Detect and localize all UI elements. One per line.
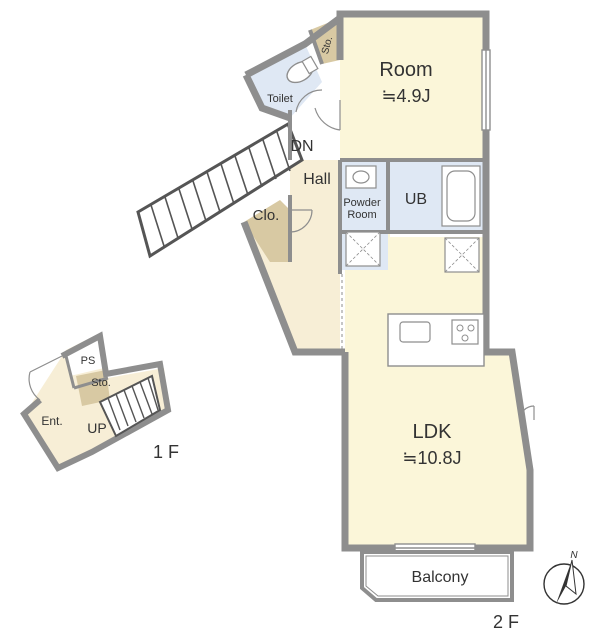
sto-2f-floor bbox=[310, 18, 340, 64]
sto-2f-label: Sto. bbox=[320, 35, 335, 55]
fridge-space bbox=[444, 237, 480, 273]
powder-room-label-1: Powder bbox=[343, 197, 381, 209]
kitchen-counter bbox=[387, 313, 485, 367]
closet-label: Clo. bbox=[253, 207, 280, 224]
ps-label: PS bbox=[81, 355, 96, 367]
room-floor bbox=[340, 14, 486, 160]
ldk-floor bbox=[345, 232, 530, 548]
room-label: Room bbox=[379, 59, 432, 81]
north-arrow-icon bbox=[543, 559, 585, 605]
powder-room-label-2: Room bbox=[347, 209, 376, 221]
entrance-label: Ent. bbox=[41, 414, 62, 428]
ldk-label: LDK bbox=[413, 421, 453, 443]
dn-label: DN bbox=[290, 138, 313, 155]
ub-label: UB bbox=[405, 191, 427, 208]
room-size-label: ≒4.9J bbox=[381, 86, 430, 106]
floor-1f bbox=[20, 331, 172, 472]
ldk-size-label: ≒10.8J bbox=[402, 448, 461, 468]
toilet-fixture bbox=[286, 55, 319, 84]
north-letter: N bbox=[570, 550, 578, 561]
staircase-1f bbox=[98, 374, 162, 438]
hall-label: Hall bbox=[303, 171, 331, 188]
washbasin-fixture bbox=[345, 165, 377, 189]
toilet-label: Toilet bbox=[267, 93, 293, 105]
closet-floor bbox=[244, 200, 290, 262]
bathtub-fixture bbox=[441, 165, 481, 227]
balcony-label: Balcony bbox=[412, 569, 469, 586]
door-swings-2f bbox=[289, 89, 535, 421]
interior-walls-2f bbox=[288, 29, 486, 274]
washer-pan bbox=[345, 231, 381, 267]
staircase-2f bbox=[136, 121, 304, 259]
sto-1f-label: Sto. bbox=[91, 377, 111, 389]
balcony bbox=[360, 550, 514, 602]
up-label: UP bbox=[87, 420, 106, 436]
floor-label-2f: 2 F bbox=[493, 612, 519, 632]
floor-label-1f: 1 F bbox=[153, 442, 179, 462]
